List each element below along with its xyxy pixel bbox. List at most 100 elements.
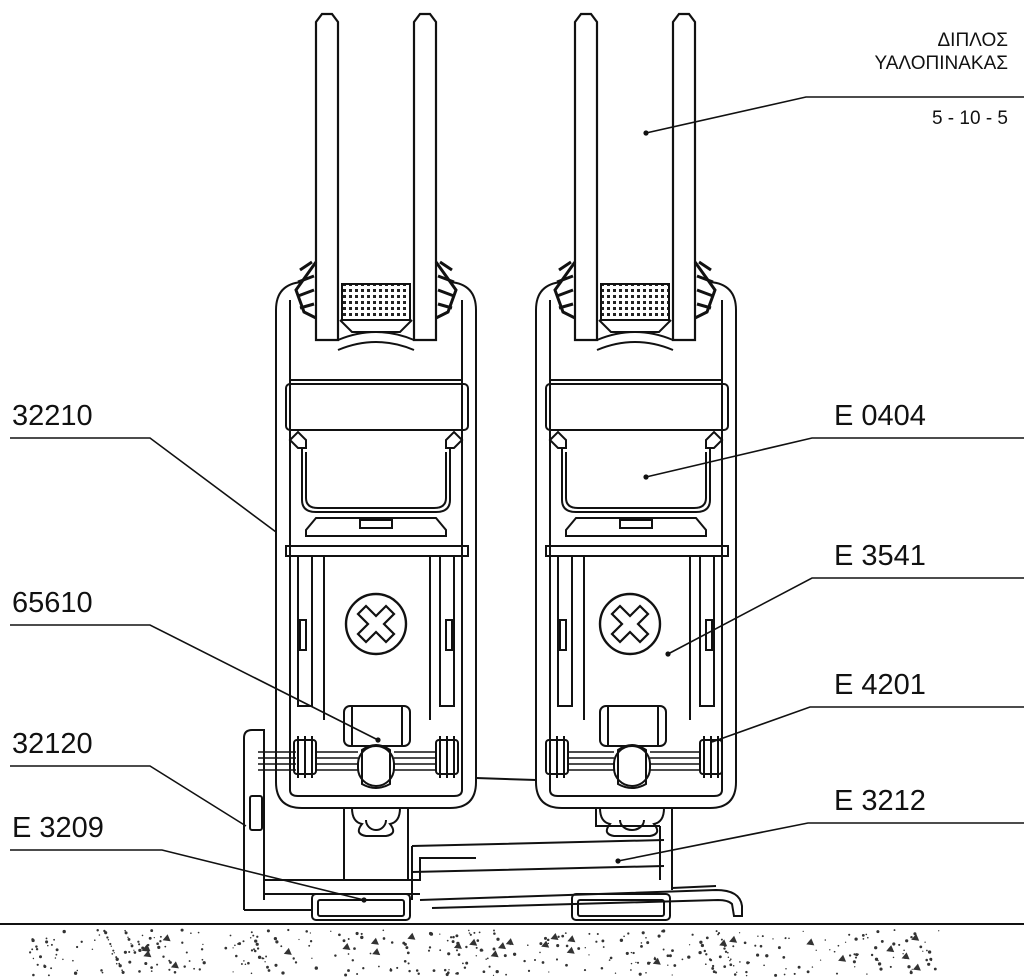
floor-speckle xyxy=(156,942,159,946)
floor-speckle xyxy=(115,962,118,965)
floor-speckle xyxy=(253,949,257,953)
floor-speckle xyxy=(128,960,132,964)
floor-speckle xyxy=(468,932,471,934)
floor-speckle xyxy=(527,944,529,946)
floor-speckle xyxy=(889,965,892,968)
floor-aggregate xyxy=(490,950,499,958)
floor-speckle xyxy=(512,952,517,956)
floor-aggregate xyxy=(729,935,738,943)
floor-speckle xyxy=(334,954,337,957)
floor-speckle xyxy=(39,955,42,959)
floor-speckle xyxy=(785,968,787,970)
floor-speckle xyxy=(347,969,350,972)
leader-lines xyxy=(10,96,1024,901)
floor-speckle xyxy=(130,943,132,945)
floor-speckle xyxy=(927,962,931,966)
floor-speckle xyxy=(264,961,266,963)
floor-speckle xyxy=(229,934,232,937)
floor-speckle xyxy=(698,950,702,955)
floor-speckle xyxy=(729,963,733,967)
floor-speckle xyxy=(50,943,53,946)
label-e4201: E 4201 xyxy=(834,669,926,701)
floor-speckle xyxy=(503,954,507,958)
floor-speckle xyxy=(523,959,526,963)
floor-speckle xyxy=(902,953,904,955)
floor-speckle xyxy=(905,939,909,943)
floor-speckle xyxy=(848,933,851,936)
floor-speckle xyxy=(797,965,801,969)
floor-speckle xyxy=(717,933,720,936)
floor-speckle xyxy=(463,966,467,969)
floor-speckle xyxy=(475,955,478,957)
floor-speckle xyxy=(31,948,34,951)
floor-speckle xyxy=(252,934,255,937)
floor-speckle xyxy=(819,959,822,961)
floor-speckle xyxy=(138,970,141,973)
floor-speckle xyxy=(788,937,790,940)
floor-speckle xyxy=(112,949,115,952)
left-sash xyxy=(258,260,477,809)
floor-speckle xyxy=(292,957,295,960)
floor-speckle xyxy=(874,946,878,950)
floor-speckle xyxy=(705,936,709,940)
floor-speckle xyxy=(256,935,259,938)
floor-speckle xyxy=(465,961,469,965)
floor-speckle xyxy=(101,971,104,974)
floor-speckle xyxy=(45,937,48,940)
floor-speckle xyxy=(382,929,385,932)
floor-speckle xyxy=(630,951,633,954)
floor-speckle xyxy=(565,944,569,948)
glass-spec: 5 - 10 - 5 xyxy=(931,108,1008,129)
floor-speckle xyxy=(867,936,869,939)
floor-speckle xyxy=(763,964,765,967)
floor-speckle xyxy=(115,957,119,961)
floor-speckle xyxy=(703,949,707,953)
floor-speckle xyxy=(476,939,480,942)
floor-speckle xyxy=(449,936,453,939)
floor-speckle xyxy=(169,961,172,964)
floor-speckle xyxy=(811,966,814,968)
floor-speckle xyxy=(893,929,896,932)
floor-speckle xyxy=(256,947,260,950)
floor-speckle xyxy=(76,969,79,972)
floor-speckle xyxy=(32,957,35,960)
floor-speckle xyxy=(294,961,298,964)
floor-speckle xyxy=(234,944,236,947)
floor-speckle xyxy=(765,954,769,958)
floor-aggregate xyxy=(342,943,351,950)
label-e0404: E 0404 xyxy=(834,400,926,432)
floor-speckle xyxy=(242,940,245,943)
floor-speckle xyxy=(133,951,137,954)
floor-speckle xyxy=(627,932,630,935)
floor-speckle xyxy=(447,952,451,956)
floor-speckle xyxy=(406,951,410,955)
floor-speckle xyxy=(198,968,201,971)
floor-speckle xyxy=(62,929,66,934)
floor-aggregate xyxy=(162,934,171,942)
floor-speckle xyxy=(138,948,142,953)
label-32210: 32210 xyxy=(12,400,93,432)
floor-speckle xyxy=(35,948,39,951)
floor-speckle xyxy=(162,955,165,958)
floor-speckle xyxy=(806,970,810,974)
floor-speckle xyxy=(439,949,442,952)
floor-speckle xyxy=(390,941,394,944)
floor-speckle xyxy=(600,966,604,970)
floor-speckle xyxy=(382,937,386,940)
floor-aggregate xyxy=(407,932,416,940)
floor-speckle xyxy=(344,973,348,977)
floor-speckle xyxy=(455,972,458,975)
floor-speckle xyxy=(121,970,125,974)
floor-speckle xyxy=(309,940,313,943)
floor-speckle xyxy=(861,934,865,937)
floor-speckle xyxy=(111,953,114,955)
floor-speckle xyxy=(50,967,53,970)
floor-speckle xyxy=(601,939,605,943)
floor-speckle xyxy=(55,948,59,952)
floor-speckle xyxy=(638,972,642,976)
floor-speckle xyxy=(75,945,79,949)
floor-speckle xyxy=(255,942,259,946)
floor-speckle xyxy=(265,955,268,958)
floor-speckle xyxy=(630,969,632,971)
floor-speckle xyxy=(465,945,468,949)
